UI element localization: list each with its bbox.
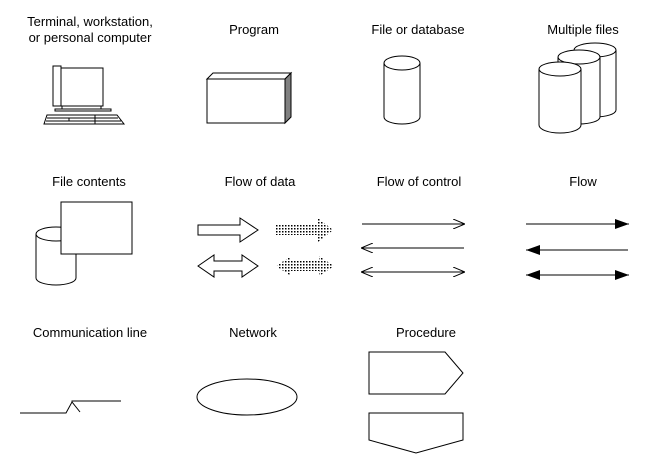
- database-cylinder-icon: [383, 55, 421, 125]
- flow-of-control-label: Flow of control: [376, 174, 462, 189]
- data-flow-arrows: [197, 217, 334, 278]
- file-or-database-label: File or database: [371, 22, 465, 37]
- data-flow-dotted-double-arrow: [276, 256, 334, 276]
- data-flow-right-arrow: [197, 217, 259, 243]
- procedure-label: Procedure: [396, 325, 456, 340]
- flow-arrows: [526, 219, 629, 280]
- program-label: Program: [229, 22, 279, 37]
- procedure-pentagon-down: [368, 412, 464, 454]
- data-flow-double-arrow: [197, 254, 259, 278]
- network-ellipse: [196, 378, 298, 416]
- terminal-label-line2: or personal computer: [28, 30, 152, 45]
- network-label: Network: [229, 325, 277, 340]
- flow-label: Flow: [569, 174, 597, 189]
- computer-icon: [43, 65, 126, 125]
- file-contents-icon: [35, 201, 133, 286]
- multiple-files-label: Multiple files: [547, 22, 619, 37]
- procedure-pentagon-right: [368, 351, 464, 395]
- terminal-label-line1: Terminal, workstation,: [27, 14, 153, 29]
- flow-of-data-label: Flow of data: [224, 174, 296, 189]
- control-flow-arrows: [361, 224, 465, 272]
- data-flow-dotted-right-arrow: [276, 218, 333, 242]
- file-contents-label: File contents: [52, 174, 126, 189]
- terminal-label: Terminal, workstation, or personal compu…: [27, 14, 153, 46]
- communication-line-symbol: [20, 400, 121, 414]
- communication-line-label: Communication line: [32, 325, 148, 340]
- program-symbol: [205, 71, 293, 125]
- multiple-files-icon: [538, 42, 617, 134]
